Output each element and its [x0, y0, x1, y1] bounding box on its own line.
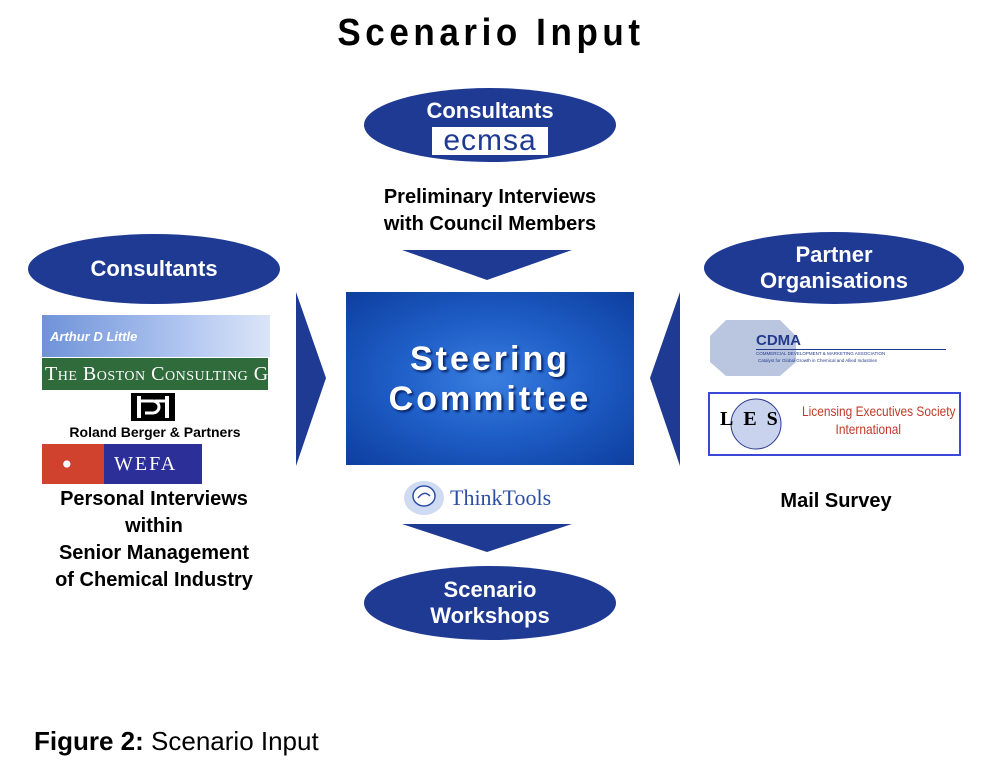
right-arrow	[650, 292, 680, 466]
cdma-octagon-icon	[710, 320, 796, 376]
left-consultants-label: Consultants	[90, 256, 218, 281]
wefa-globe-icon	[42, 444, 104, 484]
les-globe-icon	[730, 398, 782, 450]
cdma-logo: CDMA COMMERCIAL DEVELOPMENT & MARKETING …	[708, 318, 948, 378]
roland-berger-mark-icon	[131, 393, 175, 421]
top-arrow	[402, 250, 572, 280]
arthur-d-little-logo: Arthur D Little	[42, 315, 270, 357]
thinktools-logo: ThinkTools	[402, 478, 572, 518]
left-arrow	[296, 292, 326, 466]
wefa-logo: WEFA	[42, 444, 202, 484]
les-logo: LES Licensing Executives Society Interna…	[708, 392, 961, 456]
page-title: Scenario Input	[337, 12, 645, 54]
top-consultants-label: Consultants	[426, 98, 554, 123]
mail-survey-text: Mail Survey	[780, 490, 892, 512]
boston-consulting-group-logo: The Boston Consulting Group	[42, 358, 268, 390]
scenario-workshops-ellipse: Scenario Workshops	[364, 566, 616, 640]
roland-berger-logo-text: Roland Berger & Partners	[69, 424, 241, 440]
left-consultants-ellipse: Consultants	[28, 234, 280, 304]
partner-organisations-ellipse: Partner Organisations	[704, 232, 964, 304]
steering-committee-box: Steering Committee	[346, 292, 634, 465]
figure-caption: Figure 2: Scenario Input	[34, 726, 319, 756]
ecmsa-logo: ecmsa	[432, 126, 548, 156]
personal-interviews-text: Personal Interviews within Senior Manage…	[55, 488, 253, 591]
bottom-arrow	[402, 524, 572, 552]
preliminary-interviews-text: Preliminary Interviews with Council Memb…	[383, 186, 597, 235]
thinktools-head-icon	[404, 481, 444, 515]
